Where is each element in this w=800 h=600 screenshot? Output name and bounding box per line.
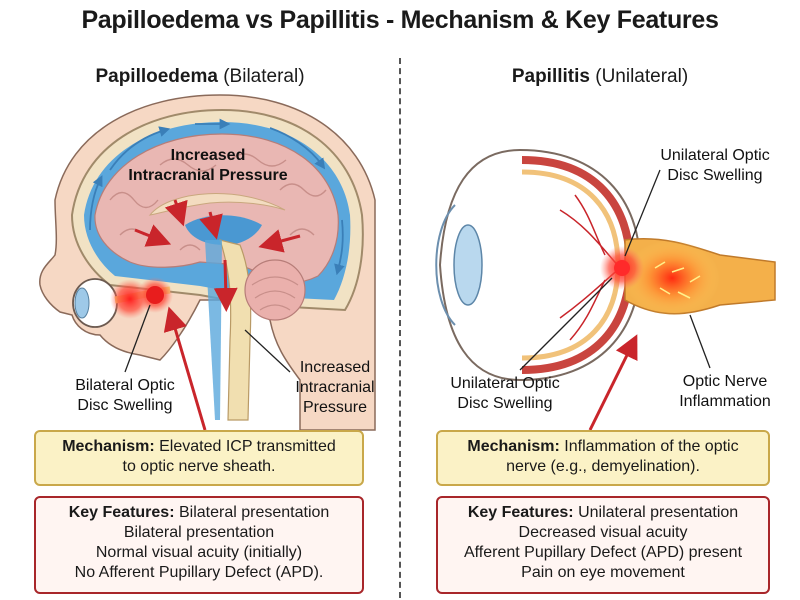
right-features-label: Key Features: xyxy=(467,504,574,521)
right-mechanism-line2: nerve (e.g., demyelination). xyxy=(506,458,700,475)
disc-swelling-right xyxy=(614,260,630,276)
sclera xyxy=(438,148,642,382)
leader-swelling-left xyxy=(124,304,151,373)
right-features-box: Key Features: Unilateral presentation De… xyxy=(436,496,770,594)
left-mechanism-line1: Mechanism: Elevated ICP transmitted xyxy=(44,437,354,457)
brainstem xyxy=(219,239,252,421)
right-mechanism-text: Inflammation of the optic xyxy=(559,438,739,455)
label-icp-right-line3: Pressure xyxy=(302,399,368,416)
label-bottom-swelling-line1: Unilateral Optic xyxy=(450,375,560,392)
right-features-first: Unilateral presentation xyxy=(573,504,739,521)
panel-divider xyxy=(399,58,401,598)
label-icp-top-line1: Increased xyxy=(170,147,246,164)
mechanism-arrow-right xyxy=(588,334,638,431)
right-feature-item: Pain on eye movement xyxy=(521,564,685,581)
left-features-label: Key Features: xyxy=(68,504,175,521)
right-heading: Papillitis (Unilateral) xyxy=(415,66,785,88)
eye-illustration xyxy=(435,148,776,431)
right-mechanism-line1: Mechanism: Inflammation of the optic xyxy=(446,437,760,457)
label-swelling-left: Bilateral Optic Disc Swelling xyxy=(50,376,200,416)
left-heading: Papilloedema (Bilateral) xyxy=(20,66,380,88)
right-feature-item: Decreased visual acuity xyxy=(518,524,688,541)
right-features-line1: Key Features: Unilateral presentation xyxy=(446,503,760,523)
left-feature-item: No Afferent Pupillary Defect (APD). xyxy=(74,564,324,581)
right-mechanism-box: Mechanism: Inflammation of the optic ner… xyxy=(436,430,770,486)
leader-top-swelling xyxy=(624,169,661,257)
left-eye-lens xyxy=(74,287,90,319)
label-inflammation-line1: Optic Nerve xyxy=(682,373,768,390)
disc-swelling-left xyxy=(146,286,164,304)
right-feature-item: Afferent Pupillary Defect (APD) present xyxy=(463,544,743,561)
label-top-swelling-line1: Unilateral Optic xyxy=(660,147,770,164)
left-mechanism-label: Mechanism: xyxy=(62,438,155,455)
left-mechanism-box: Mechanism: Elevated ICP transmitted to o… xyxy=(34,430,364,486)
page-title: Papilloedema vs Papillitis - Mechanism &… xyxy=(81,6,719,34)
label-icp-top-line2: Intracranial Pressure xyxy=(128,167,288,184)
label-inflammation-line2: Inflammation xyxy=(679,393,771,410)
mechanism-arrow-left xyxy=(163,306,207,431)
eye-lens xyxy=(453,224,483,306)
left-heading-bold: Papilloedema xyxy=(95,66,218,87)
right-heading-rest: (Unilateral) xyxy=(589,66,689,87)
left-feature-item: Normal visual acuity (initially) xyxy=(95,544,303,561)
left-feature-item: Bilateral presentation xyxy=(123,524,275,541)
label-icp-right: Increased Intracranial Pressure xyxy=(285,358,385,418)
leader-icp-right xyxy=(244,329,291,373)
cornea xyxy=(435,204,456,326)
csf-flow-arrows xyxy=(89,118,345,276)
right-mechanism-label: Mechanism: xyxy=(467,438,560,455)
left-heading-rest: (Bilateral) xyxy=(217,66,305,87)
inflammation-sparks xyxy=(654,261,701,299)
label-swelling-left-line1: Bilateral Optic xyxy=(75,377,175,394)
label-inflammation: Optic Nerve Inflammation xyxy=(660,372,790,412)
label-bottom-swelling-line2: Disc Swelling xyxy=(457,395,553,412)
left-features-first: Bilateral presentation xyxy=(174,504,330,521)
label-icp-right-line1: Increased xyxy=(299,359,371,376)
inflammation-glow xyxy=(624,240,720,316)
head-illustration xyxy=(39,94,376,431)
label-icp-top: Increased Intracranial Pressure xyxy=(118,146,298,186)
left-features-box: Key Features: Bilateral presentation Bil… xyxy=(34,496,364,594)
label-top-swelling: Unilateral Optic Disc Swelling xyxy=(645,146,785,186)
label-top-swelling-line2: Disc Swelling xyxy=(667,167,763,184)
right-heading-bold: Papillitis xyxy=(511,66,590,87)
left-features-line1: Key Features: Bilateral presentation xyxy=(44,503,354,523)
label-icp-right-line2: Intracranial xyxy=(295,379,375,396)
leader-inflammation xyxy=(689,314,711,369)
cerebellum xyxy=(244,259,306,321)
left-mechanism-text: Elevated ICP transmitted xyxy=(154,438,336,455)
pressure-arrows xyxy=(134,199,301,312)
leader-bottom-swelling xyxy=(519,277,613,371)
label-bottom-swelling: Unilateral Optic Disc Swelling xyxy=(430,374,580,414)
spinal-csf xyxy=(205,240,222,420)
label-swelling-left-line2: Disc Swelling xyxy=(77,397,173,414)
left-mechanism-line2: to optic nerve sheath. xyxy=(122,458,276,475)
